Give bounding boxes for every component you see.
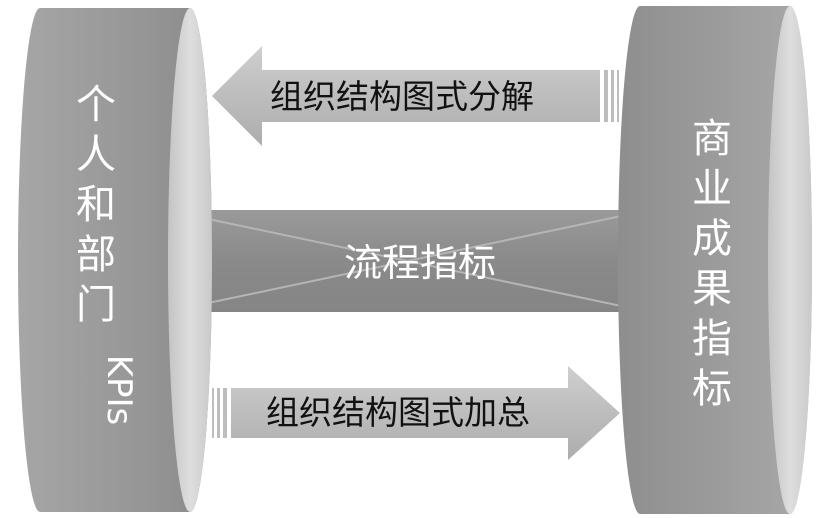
right-drum-char: 商 <box>692 116 732 162</box>
right-drum: 商 业 成 果 指 标 <box>618 6 812 514</box>
top-arrow: 组织结构图式分解 <box>212 46 619 146</box>
left-drum-char: 人 <box>76 132 116 178</box>
left-drum-char: 部 <box>76 232 116 278</box>
bottom-arrow: 组织结构图式加总 <box>212 366 620 460</box>
right-drum-cap <box>768 6 812 514</box>
center-bar-label: 流程指标 <box>344 241 496 285</box>
left-drum-kpis: KPIs <box>99 355 139 426</box>
center-bar: 流程指标 <box>174 210 645 312</box>
left-drum-label: 个 人 和 部 门 KPIs <box>76 82 139 425</box>
left-drum-char: 门 <box>76 282 116 328</box>
right-drum-char: 成 <box>692 216 732 262</box>
left-drum: 个 人 和 部 门 KPIs <box>18 8 212 512</box>
top-arrow-label: 组织结构图式分解 <box>270 77 534 116</box>
left-drum-char: 个 <box>76 82 116 128</box>
bottom-arrow-label: 组织结构图式加总 <box>266 393 530 432</box>
left-drum-cap <box>168 8 212 512</box>
right-drum-label: 商 业 成 果 指 标 <box>692 116 732 412</box>
right-drum-char: 业 <box>692 166 732 212</box>
right-drum-char: 果 <box>692 266 732 312</box>
right-drum-char: 指 <box>692 316 732 362</box>
left-drum-char: 和 <box>76 182 116 228</box>
right-drum-char: 标 <box>692 366 732 412</box>
